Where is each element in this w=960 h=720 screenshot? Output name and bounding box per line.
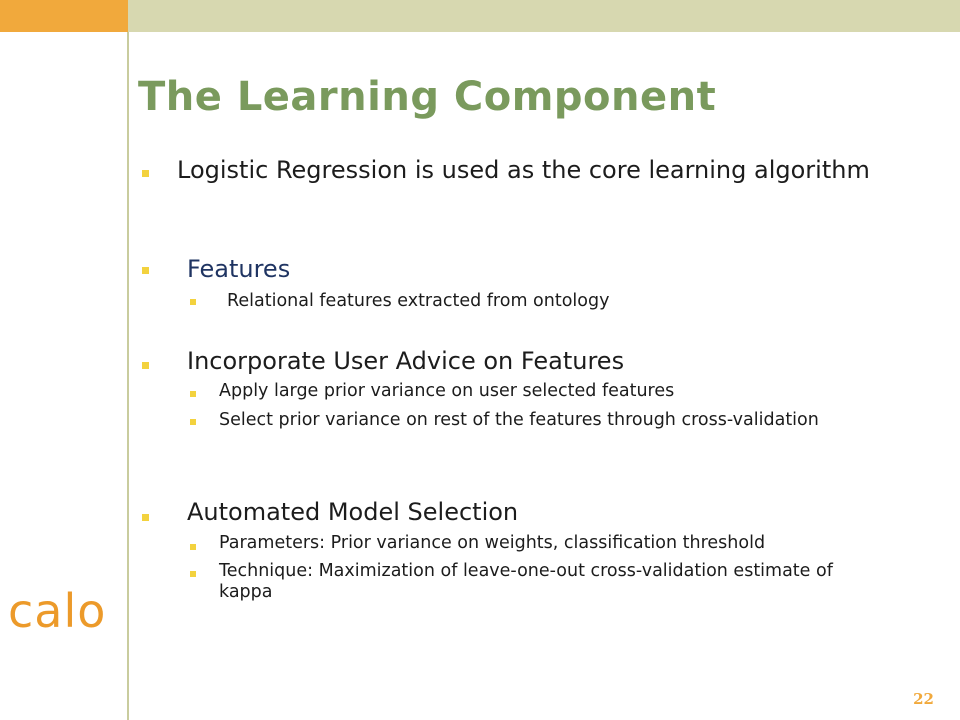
sub-bullet-marker	[190, 391, 196, 397]
bullet-text: Automated Model Selection	[187, 498, 519, 526]
sub-bullet-text: Relational features extracted from ontol…	[227, 291, 610, 311]
page-number: 22	[913, 690, 934, 708]
bullet-text: Incorporate User Advice on Features	[187, 347, 625, 375]
slide-title: The Learning Component	[138, 74, 717, 120]
sub-bullet-marker	[190, 419, 196, 425]
sub-bullet-text: Parameters: Prior variance on weights, c…	[219, 533, 766, 553]
sub-bullet-text: Apply large prior variance on user selec…	[219, 381, 675, 401]
bullet-text: Features	[187, 255, 291, 283]
calo-logo: calo	[8, 584, 107, 638]
bullet-text: Logistic Regression is used as the core …	[177, 156, 870, 184]
sub-bullet-marker	[190, 571, 196, 577]
bullet-marker	[142, 362, 149, 369]
bullet-marker	[142, 514, 149, 521]
sub-bullet-text: Technique: Maximization of leave-one-out…	[219, 561, 833, 602]
bullet-marker	[142, 267, 149, 274]
header-band	[128, 0, 960, 32]
sub-bullet-marker	[190, 299, 196, 305]
sub-bullet-text: Select prior variance on rest of the fea…	[219, 410, 819, 430]
bullet-marker	[142, 170, 149, 177]
header-corner-block	[0, 0, 128, 32]
left-divider-line	[127, 32, 129, 720]
sub-bullet-marker	[190, 544, 196, 550]
